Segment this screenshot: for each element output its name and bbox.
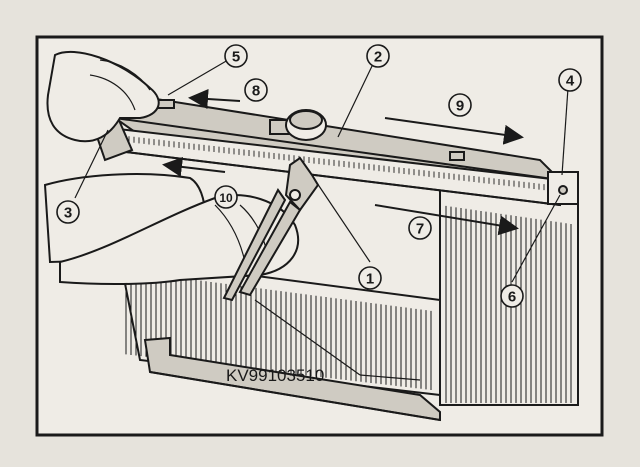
callout-number-3: 3 <box>64 205 72 222</box>
pliers-tool <box>222 156 320 302</box>
leader-6 <box>511 194 561 283</box>
callout-number-7: 7 <box>416 221 424 238</box>
left-hand <box>46 50 160 143</box>
arrow-7 <box>374 204 519 236</box>
callout-number-6: 6 <box>508 289 516 306</box>
arrow-10 <box>162 156 226 177</box>
lower-tank <box>143 336 441 422</box>
callout-circle-4 <box>558 68 582 92</box>
callout-circle-3 <box>56 200 80 224</box>
leader-3 <box>74 129 109 199</box>
leader-lines <box>74 59 569 381</box>
callout-number-5: 5 <box>232 49 240 66</box>
arrow-9 <box>384 117 524 145</box>
tool-label: KV99103510 <box>226 366 324 385</box>
radiator-core-left <box>118 256 441 397</box>
callout-7: 7 <box>408 216 432 240</box>
callout-3: 3 <box>56 200 80 224</box>
callout-circle-6 <box>500 284 524 308</box>
callout-number-9: 9 <box>456 98 464 115</box>
leader-2 <box>337 63 374 138</box>
leader-5 <box>167 59 229 96</box>
callout-circle-1 <box>358 266 382 290</box>
callout-9: 9 <box>448 93 472 117</box>
callout-circle-2 <box>366 44 390 68</box>
right-end-bracket <box>547 171 579 205</box>
radiator-fins-left <box>125 270 432 390</box>
leader-1 <box>314 179 371 263</box>
callout-5: 5 <box>224 44 248 68</box>
leader-tool-b <box>359 374 421 381</box>
callout-10: 10 <box>214 185 238 209</box>
callout-circle-8 <box>244 78 268 102</box>
callout-number-1: 1 <box>366 271 374 288</box>
tank-seam-strip <box>109 126 561 207</box>
seam-teeth <box>113 134 555 192</box>
arrow-8 <box>188 89 241 109</box>
callout-6: 6 <box>500 284 524 308</box>
callout-1: 1 <box>358 266 382 290</box>
callout-number-4: 4 <box>566 73 575 90</box>
radiator-cap <box>269 109 327 141</box>
callout-2: 2 <box>366 44 390 68</box>
callout-circle-10 <box>214 185 238 209</box>
callout-4: 4 <box>558 68 582 92</box>
callout-8: 8 <box>244 78 268 102</box>
radiator-fins-right <box>445 205 572 403</box>
leader-tool-a <box>254 299 361 376</box>
leader-4 <box>561 87 569 176</box>
callout-circle-7 <box>408 216 432 240</box>
callout-number-2: 2 <box>374 49 382 66</box>
callout-number-8: 8 <box>252 83 260 100</box>
callout-markers: 1 2 3 4 5 6 7 8 9 10 <box>56 44 582 308</box>
callout-number-10: 10 <box>219 191 233 205</box>
callout-circle-5 <box>224 44 248 68</box>
motion-arrows <box>162 89 524 236</box>
callout-circle-9 <box>448 93 472 117</box>
